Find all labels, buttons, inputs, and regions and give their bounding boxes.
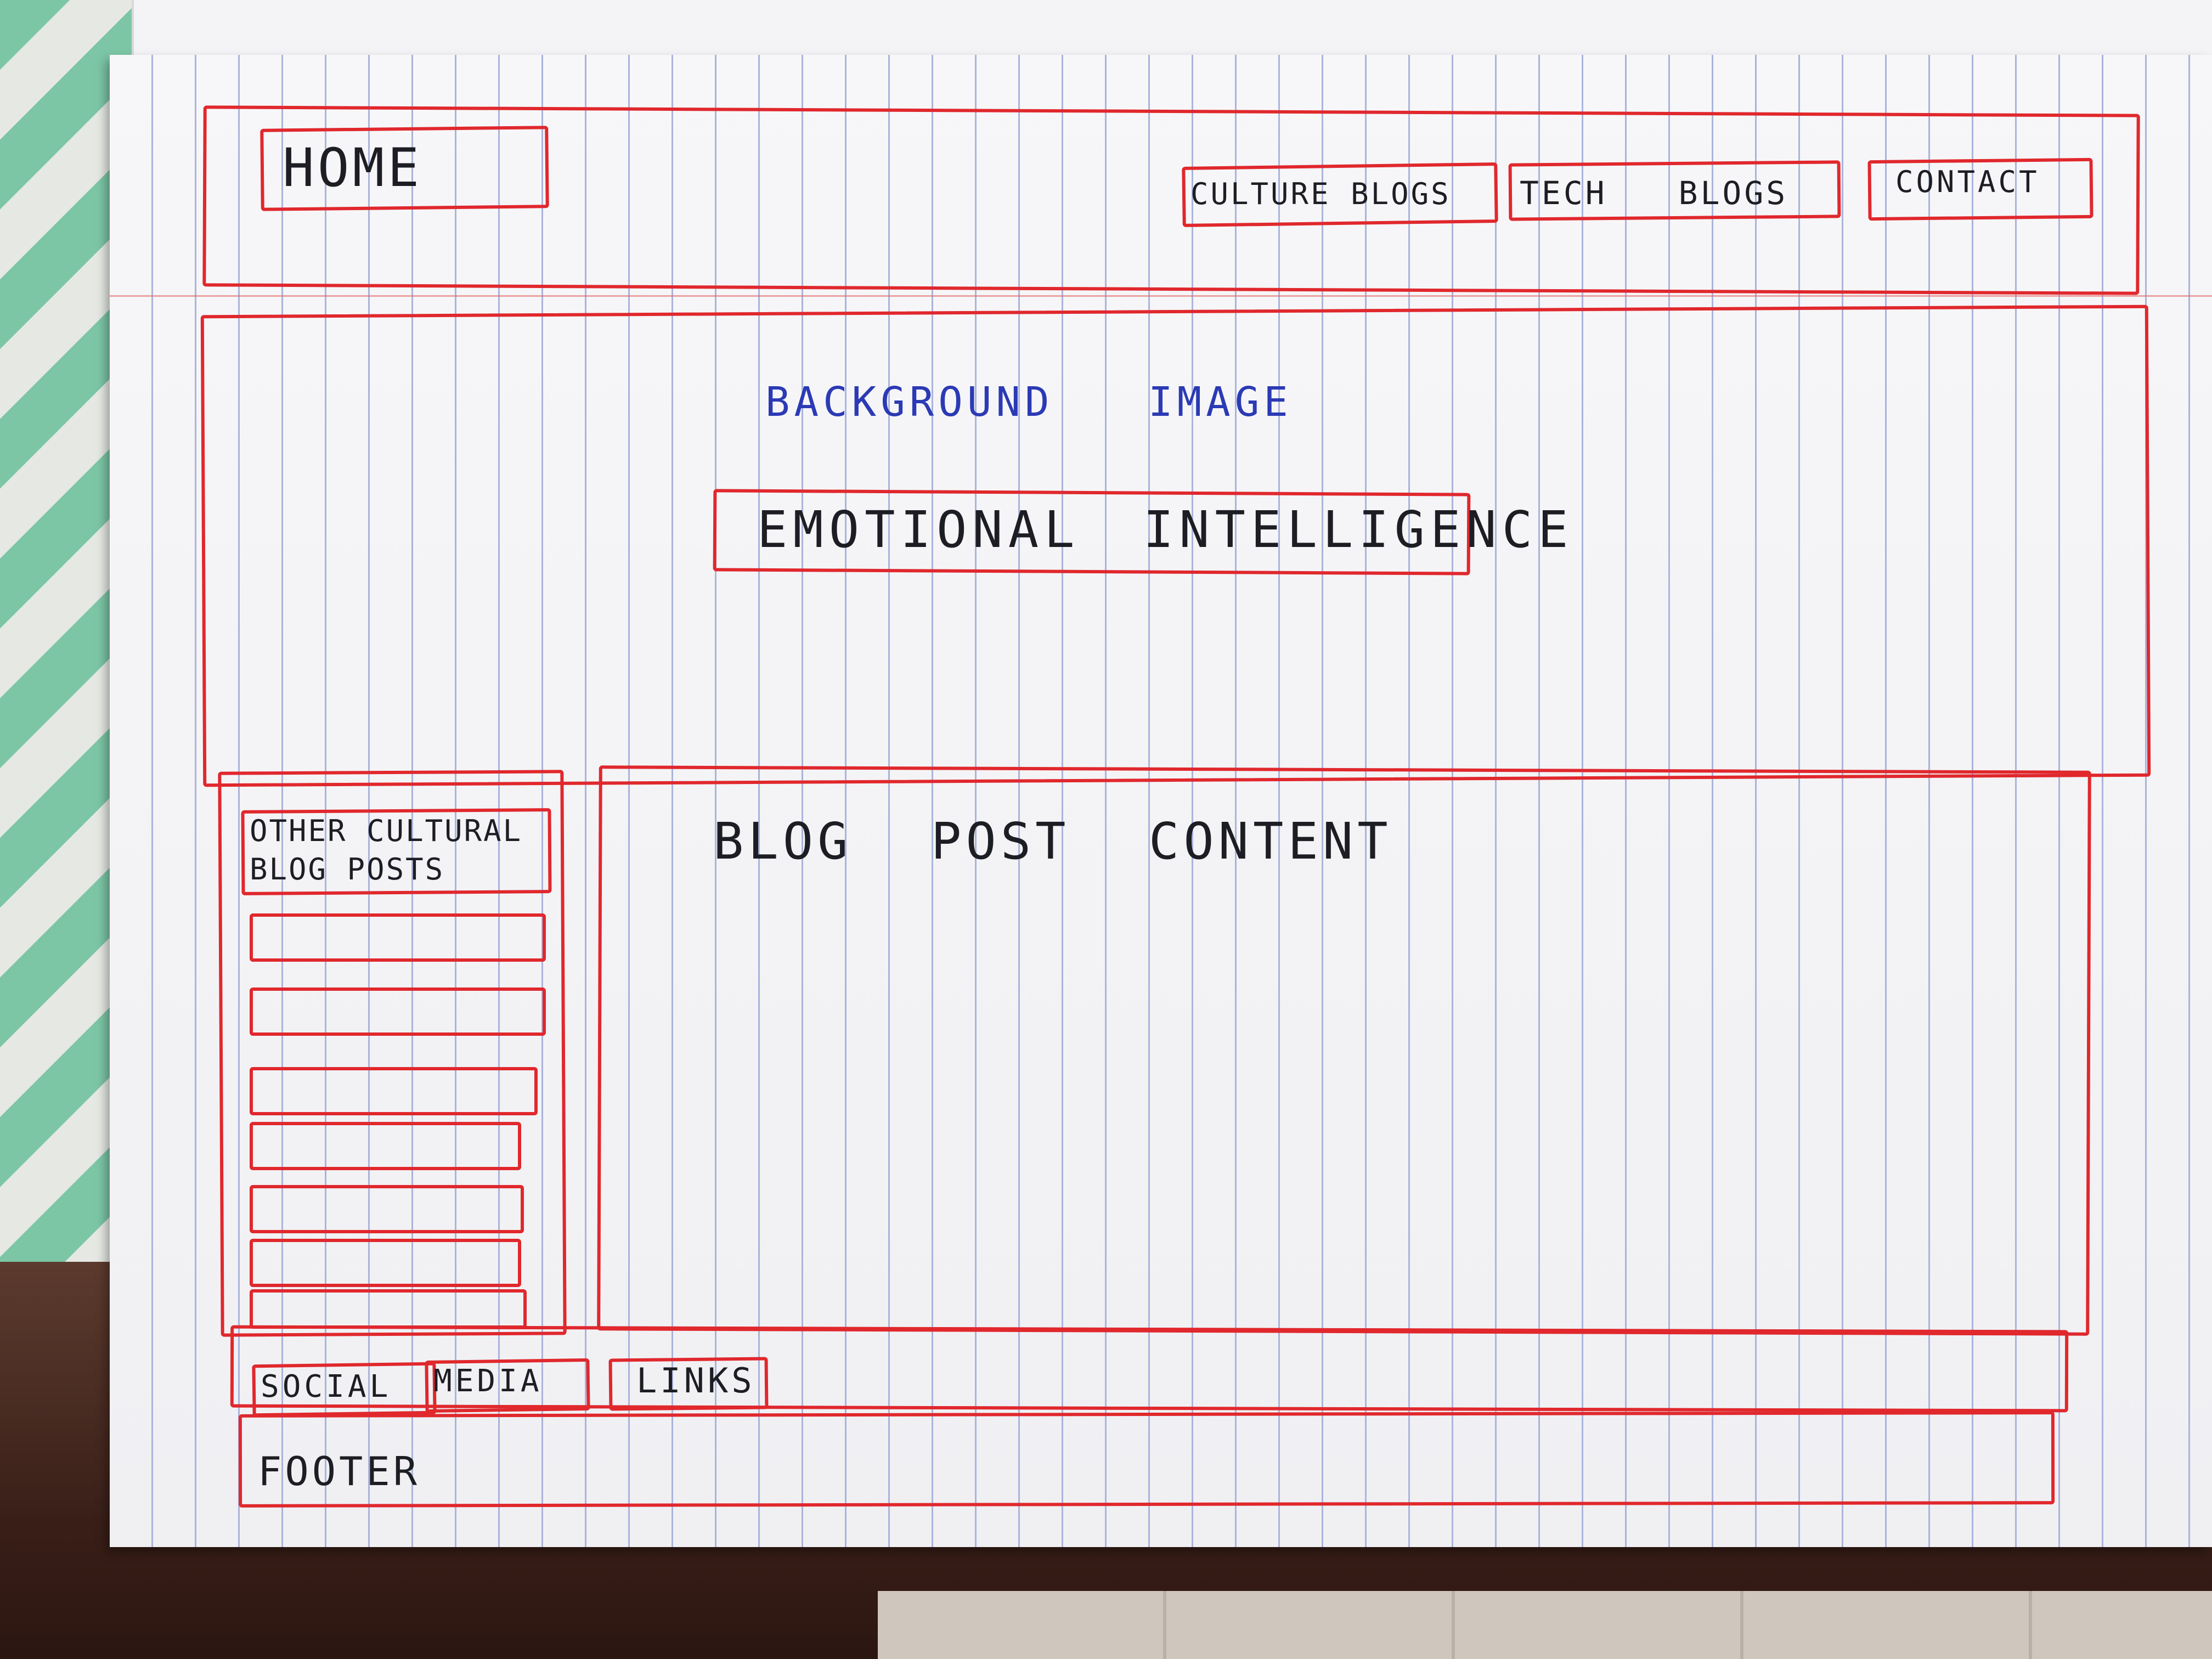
links-label: LINKS xyxy=(636,1361,755,1401)
footer-label: FOOTER xyxy=(258,1448,421,1494)
nav-contact-label: CONTACT xyxy=(1895,165,2040,199)
sidebar-post-slot xyxy=(250,1067,538,1115)
background-image-note: BACKGROUND IMAGE xyxy=(765,379,1293,426)
footer-wireframe xyxy=(238,1411,2055,1508)
sidebar-post-slot xyxy=(250,1122,521,1170)
sidebar-post-slot xyxy=(250,1185,524,1233)
sidebar-post-slot xyxy=(250,1289,527,1329)
blog-post-content-label: BLOG POST CONTENT xyxy=(713,812,1392,871)
sidebar-post-slot xyxy=(250,1239,521,1287)
home-label: HOME xyxy=(283,137,423,199)
sidebar-post-slot xyxy=(250,988,546,1036)
nav-culture-blogs-label: CULTURE BLOGS xyxy=(1190,177,1451,211)
sidebar-heading: OTHER CULTURAL BLOG POSTS xyxy=(250,814,523,887)
floor-tiles xyxy=(878,1591,2212,1659)
sidebar-post-slot xyxy=(250,913,546,962)
media-label: MEDIA xyxy=(433,1363,543,1399)
notebook-page xyxy=(110,55,2212,1547)
social-label: SOCIAL xyxy=(261,1369,392,1404)
nav-tech-blogs-label: TECH BLOGS xyxy=(1520,174,1788,212)
margin-line xyxy=(110,295,2212,297)
hero-title: EMOTIONAL INTELLIGENCE xyxy=(757,500,1574,559)
